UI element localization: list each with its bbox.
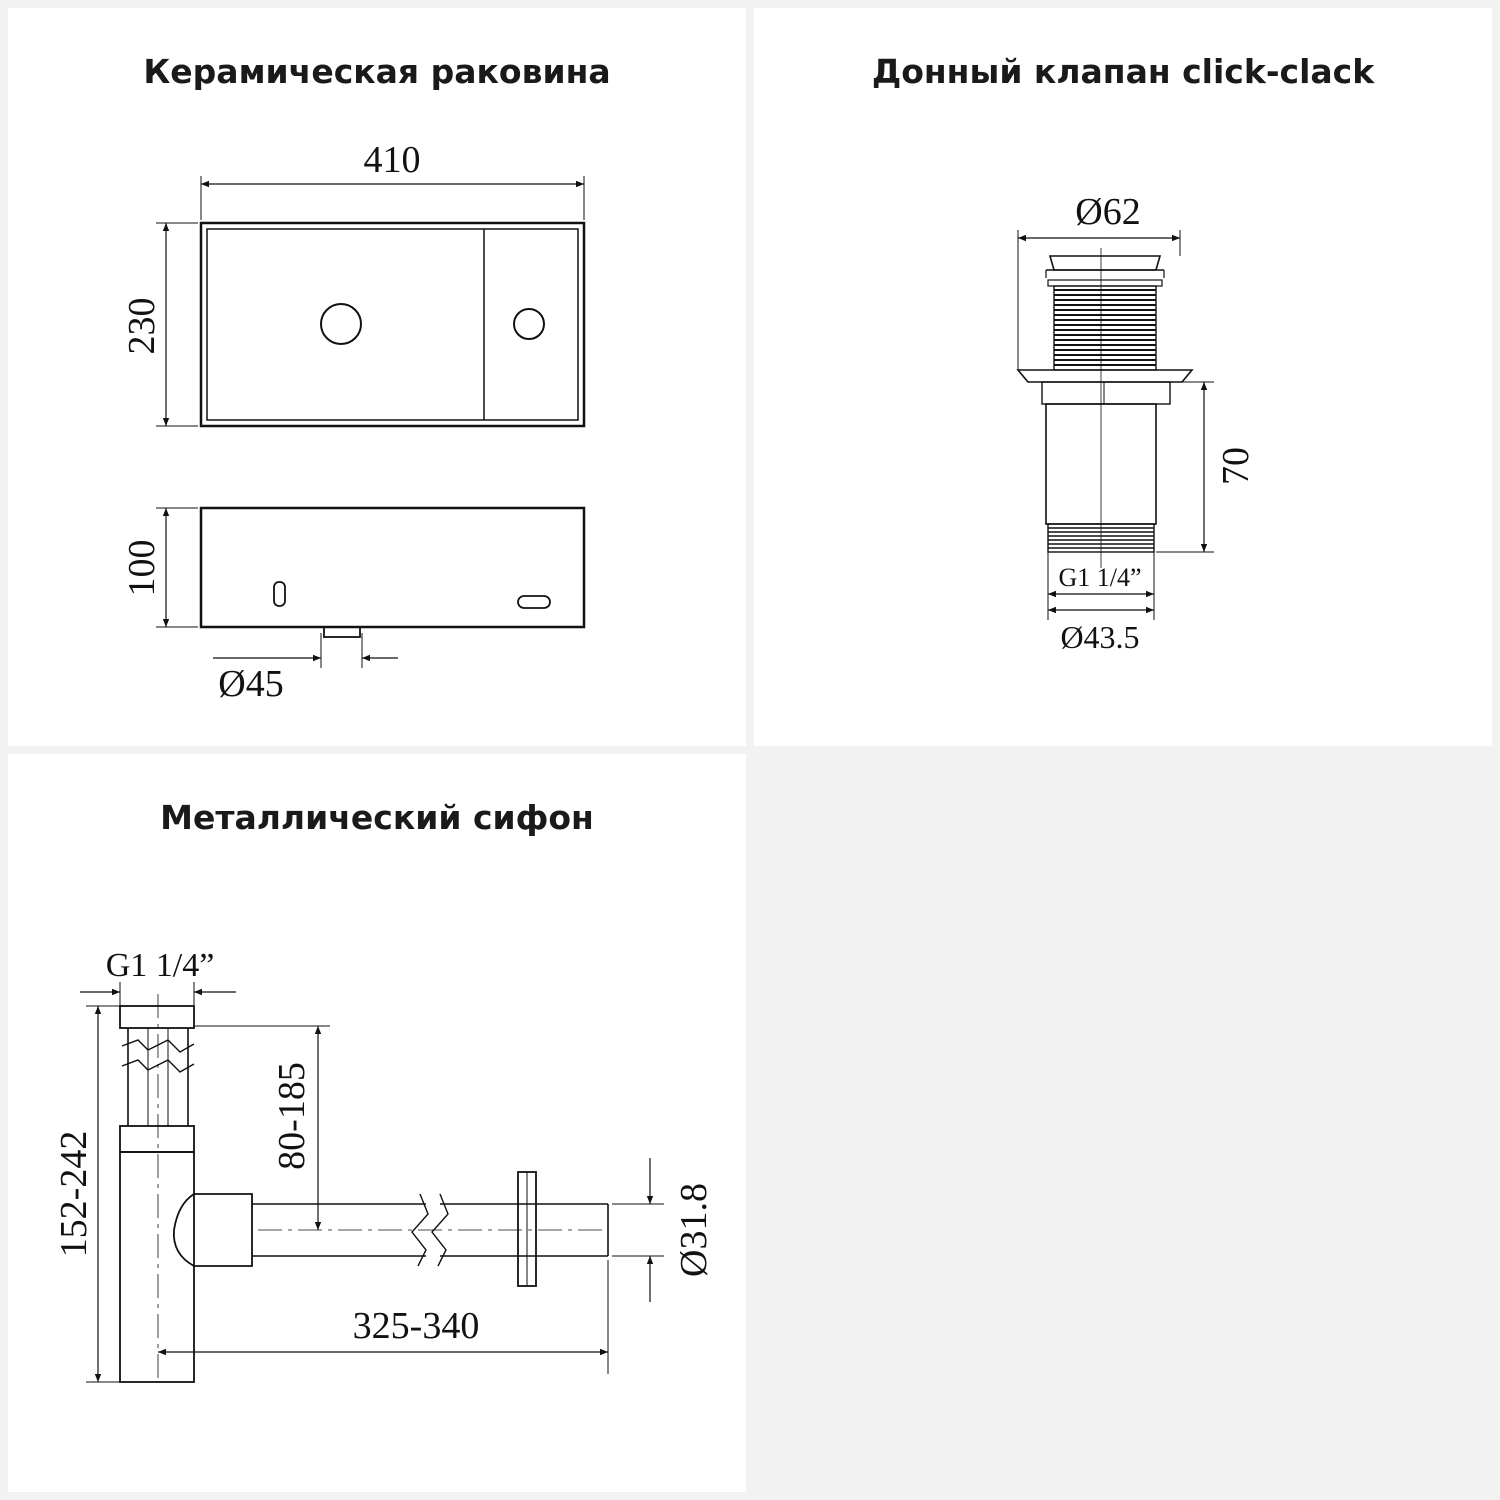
valve-cap-diameter-label: Ø62 [1075, 191, 1140, 233]
valve-thread-label: G1 1/4” [1058, 563, 1141, 592]
drain-diameter-label: Ø45 [218, 663, 283, 705]
sink-drawing: 410 230 100 Ø45 [121, 139, 586, 705]
sink-height-label: 100 [121, 540, 163, 597]
panel-title: Донный клапан click-clack [871, 52, 1375, 91]
drain-hole-icon [320, 303, 362, 345]
valve-thread-diameter-label: Ø43.5 [1060, 619, 1139, 655]
sink-depth-label: 230 [121, 298, 163, 355]
siphon-thread-label: G1 1/4” [106, 947, 215, 984]
sink-width-label: 410 [364, 139, 421, 181]
panel-title: Керамическая раковина [143, 52, 611, 91]
siphon-total-height-label: 152-242 [53, 1131, 95, 1258]
valve-height-label: 70 [1215, 447, 1257, 485]
tap-hole-icon [513, 308, 545, 340]
valve-body [1016, 248, 1194, 568]
valve-drawing: Ø62 70 G1 1/4” Ø43.5 [1016, 191, 1257, 655]
sink-top-view [199, 221, 586, 428]
sink-front-view [199, 506, 586, 638]
valve-thread-ridges [1048, 289, 1156, 549]
siphon-body [119, 994, 609, 1384]
siphon-pipe-diameter-label: Ø31.8 [673, 1183, 715, 1277]
panel-click-clack-valve: Донный клапан click-clack [754, 8, 1492, 746]
panel-metal-siphon: Металлический сифон [8, 754, 746, 1492]
panel-title: Металлический сифон [160, 798, 594, 837]
siphon-drawing: G1 1/4” 152-242 80-185 Ø31.8 325-340 [53, 947, 715, 1384]
siphon-inlet-offset-label: 80-185 [271, 1062, 313, 1170]
panel-empty [754, 754, 1492, 1492]
panel-ceramic-sink: Керамическая раковина 410 230 [8, 8, 746, 746]
siphon-length-label: 325-340 [353, 1305, 480, 1347]
